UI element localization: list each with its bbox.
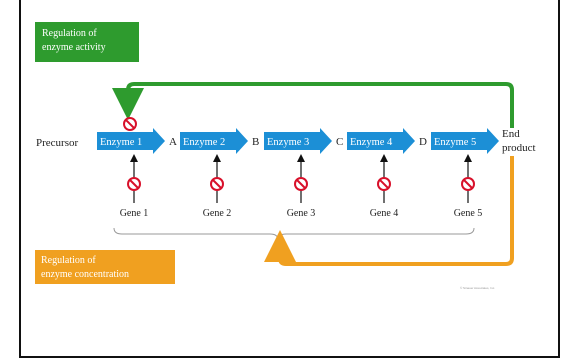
- gene-inhibition-icon-3: [294, 177, 308, 191]
- gene-row: Gene 1 Gene 2 Gene 3 Gene 4 Gene 5: [120, 154, 483, 219]
- precursor-label: Precursor: [36, 137, 78, 149]
- intermediate-C: C: [336, 136, 343, 148]
- credit-text: © Sinauer Associates, Inc.: [460, 286, 495, 290]
- feedback-concentration-arrow: [264, 156, 514, 266]
- enzyme-row: Enzyme 1 A Enzyme 2 B Enzyme 3 C Enzyme 4 D Enzy…: [97, 128, 499, 154]
- feedback-activity-arrow: [112, 82, 514, 128]
- gene-inhibition-icon-2: [210, 177, 224, 191]
- gene-label-5: Gene 5: [454, 208, 483, 219]
- enzyme-label-1: Enzyme 1: [100, 137, 142, 148]
- gene-label-3: Gene 3: [287, 208, 316, 219]
- gene-arrow-head-1: [130, 154, 138, 162]
- gene-inhibition-icon-4: [377, 177, 391, 191]
- activity-inhibition-icon: [123, 117, 137, 131]
- enzyme-label-4: Enzyme 4: [350, 137, 393, 148]
- gene-arrow-head-4: [380, 154, 388, 162]
- figure-frame: [19, 0, 560, 358]
- gene-arrow-head-2: [213, 154, 221, 162]
- end-product-line1: End: [502, 128, 520, 140]
- activity-box-line2: enzyme activity: [42, 42, 106, 53]
- enzyme-arrow-3: [264, 128, 332, 154]
- gene-arrow-head-3: [297, 154, 305, 162]
- enzyme-arrow-1: [97, 128, 165, 154]
- end-product-line2: product: [502, 142, 536, 154]
- intermediate-D: D: [419, 136, 427, 148]
- gene-label-4: Gene 4: [370, 208, 399, 219]
- enzyme-arrow-2: [180, 128, 248, 154]
- enzyme-label-2: Enzyme 2: [183, 137, 225, 148]
- gene-arrow-head-5: [464, 154, 472, 162]
- activity-regulation-box: Regulation of enzyme activity: [35, 22, 139, 62]
- gene-inhibition-icon-5: [461, 177, 475, 191]
- activity-box-line1: Regulation of: [42, 28, 97, 39]
- gene-label-2: Gene 2: [203, 208, 232, 219]
- intermediate-A: A: [169, 136, 177, 148]
- enzyme-label-3: Enzyme 3: [267, 137, 309, 148]
- concentration-regulation-box: Regulation of enzyme concentration: [35, 250, 175, 284]
- gene-bracket: [113, 227, 475, 241]
- concentration-box-line1: Regulation of: [41, 255, 96, 266]
- intermediate-B: B: [252, 136, 259, 148]
- gene-inhibition-icon-1: [127, 177, 141, 191]
- gene-label-1: Gene 1: [120, 208, 149, 219]
- enzyme-arrow-5: [431, 128, 499, 154]
- enzyme-arrow-4: [347, 128, 415, 154]
- concentration-box-line2: enzyme concentration: [41, 269, 129, 280]
- enzyme-label-5: Enzyme 5: [434, 137, 476, 148]
